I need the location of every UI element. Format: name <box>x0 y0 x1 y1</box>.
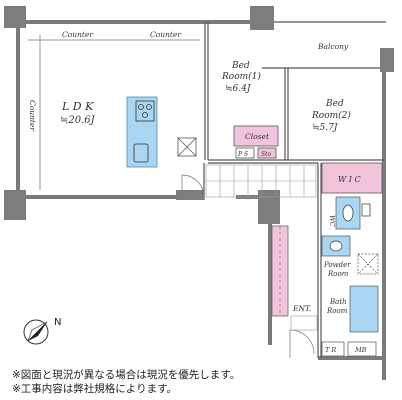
entrance-door <box>289 329 315 358</box>
ps-label: P S <box>237 151 248 158</box>
partitions <box>203 21 386 358</box>
bedroom1-name-2: Room(1) <box>221 71 261 82</box>
mb-label: MB <box>354 346 367 354</box>
washer-space-icon <box>357 253 379 275</box>
wc-label: WC <box>328 215 336 227</box>
fridge-space-icon <box>177 137 197 157</box>
basin-icon <box>329 240 343 252</box>
sink-icon <box>133 143 149 163</box>
wc <box>335 196 361 230</box>
ps-box <box>235 147 255 159</box>
bedroom2-area: ≒5.7J <box>312 123 339 133</box>
counters <box>28 35 200 190</box>
columns <box>4 6 394 224</box>
closet <box>233 125 279 147</box>
hall-floor <box>205 164 317 198</box>
powder-name-2: Room <box>327 270 349 278</box>
balcony-label: Balcony <box>317 42 349 51</box>
note-1: ※図面と現況が異なる場合は現況を優先します。 <box>12 369 241 381</box>
ldk-name: L D K <box>61 100 94 113</box>
compass-icon <box>23 319 49 345</box>
wic-label: W I C <box>338 175 361 184</box>
counter-label-top-left: Counter <box>62 30 93 39</box>
tr-label: T R <box>325 346 336 354</box>
bedroom2-name-1: Bed <box>325 99 344 109</box>
bath-name-1: Bath <box>329 298 347 306</box>
walls <box>16 20 386 380</box>
bedroom2-name-2: Room(2) <box>311 110 351 121</box>
entrance-step <box>290 315 318 331</box>
bath-name-2: Room <box>326 307 348 315</box>
closet-label: Closet <box>245 132 270 141</box>
cooktop-icon <box>135 100 155 122</box>
note-2: ※工事内容は弊社規格によります。 <box>12 383 178 395</box>
ldk-door <box>181 174 205 198</box>
bedroom1-area: ≒6.4J <box>225 84 252 94</box>
storage-box <box>257 147 277 159</box>
kitchen-island <box>126 96 158 168</box>
bedroom1-name-1: Bed <box>231 61 250 71</box>
entrance-label: ENT. <box>292 304 311 313</box>
sto-label: Sto <box>261 151 272 158</box>
wc-sink-icon <box>361 203 371 217</box>
mb-box <box>347 341 377 357</box>
tr-box <box>321 341 345 357</box>
ldk-area: ≒20.6J <box>60 115 96 126</box>
toilet-icon <box>342 204 354 222</box>
wic <box>321 162 383 194</box>
powder-name-1: Powder <box>323 261 351 269</box>
counter-label-top-right: Counter <box>150 30 181 39</box>
bathtub <box>349 285 379 333</box>
compass-north-label: N <box>54 317 61 328</box>
counter-label-side: Counter <box>28 100 37 131</box>
